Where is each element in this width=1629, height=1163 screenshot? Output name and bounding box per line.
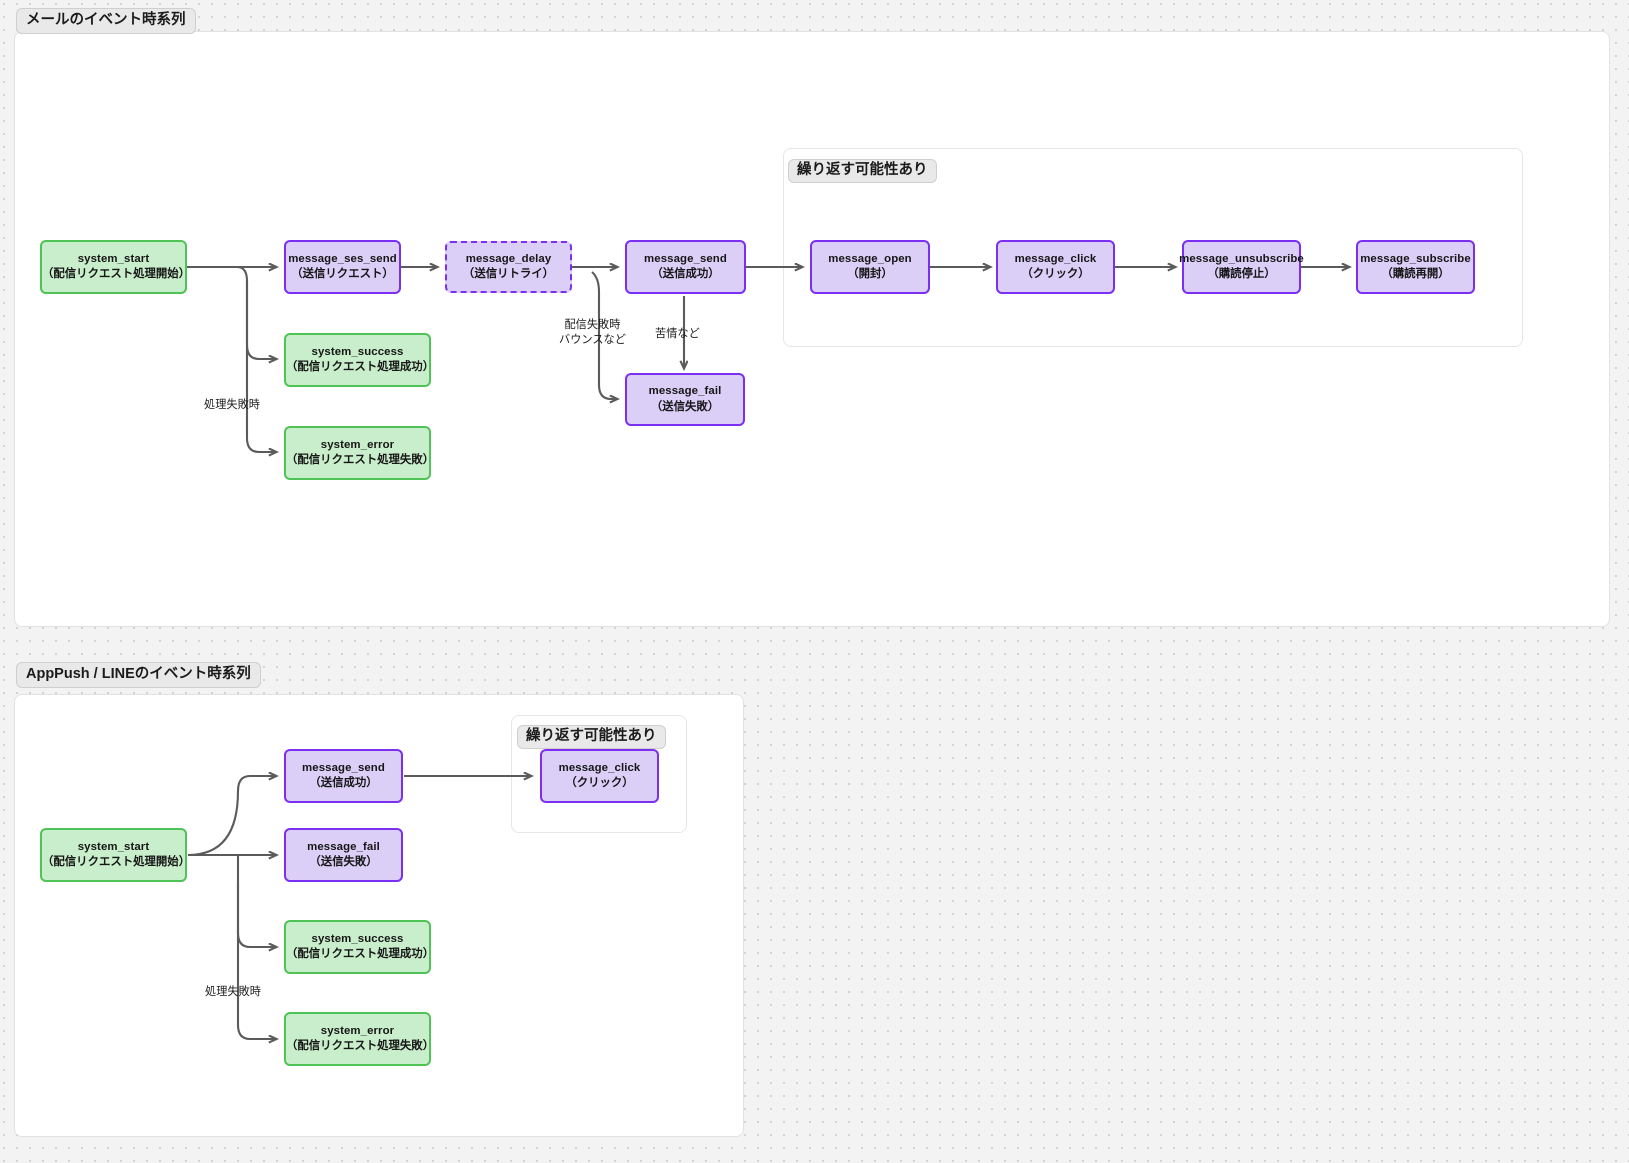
node-sublabel: （配信リクエスト処理成功） <box>286 948 435 960</box>
node-name: message_click <box>1014 252 1097 265</box>
node-name: system_success <box>311 345 404 358</box>
node-name: system_start <box>77 840 150 853</box>
node-sublabel: （送信成功） <box>651 268 720 280</box>
node-sublabel: （送信リトライ） <box>462 268 555 280</box>
node-name: system_success <box>311 932 404 945</box>
node-name: message_click <box>558 761 641 774</box>
node-message-ses-send[interactable]: message_ses_send （送信リクエスト） <box>284 240 401 294</box>
node-sublabel: （開封） <box>847 268 893 280</box>
node-name: message_open <box>828 252 912 265</box>
node-message-delay[interactable]: message_delay （送信リトライ） <box>445 241 572 293</box>
node-sublabel: （送信成功） <box>309 777 378 789</box>
node-name: message_send <box>644 252 727 265</box>
node-name: message_fail <box>307 840 380 853</box>
node-sublabel: （購読停止） <box>1207 268 1276 280</box>
node-name: system_start <box>77 252 150 265</box>
node-message-click-mail[interactable]: message_click （クリック） <box>996 240 1115 294</box>
edge-label-process-fail-mail: 処理失敗時 <box>204 399 260 411</box>
node-sublabel: （配信リクエスト処理失敗） <box>286 454 435 466</box>
node-message-unsubscribe[interactable]: message_unsubscribe （購読停止） <box>1179 240 1304 294</box>
edge-label-delivery-fail-bounce: 配信失敗時 バウンスなど <box>559 318 626 348</box>
node-name: message_send <box>302 761 385 774</box>
node-message-click-apppush[interactable]: message_click （クリック） <box>540 749 659 803</box>
node-name: message_fail <box>648 385 722 398</box>
node-system-error-mail[interactable]: system_error （配信リクエスト処理失敗） <box>284 426 435 480</box>
node-name: message_delay <box>465 252 552 265</box>
node-system-error-apppush[interactable]: system_error （配信リクエスト処理失敗） <box>284 1012 435 1066</box>
node-name: system_error <box>320 438 395 451</box>
edge-label-line2: バウンスなど <box>559 334 626 347</box>
node-name: message_unsubscribe <box>1179 252 1304 265</box>
edge-label-line1: 配信失敗時 <box>564 319 621 331</box>
node-message-subscribe[interactable]: message_subscribe （購読再開） <box>1356 240 1475 294</box>
node-message-fail-apppush[interactable]: message_fail （送信失敗） <box>284 828 403 882</box>
node-system-success-mail[interactable]: system_success （配信リクエスト処理成功） <box>284 333 435 387</box>
node-system-start-mail[interactable]: system_start （配信リクエスト処理開始） <box>40 240 191 294</box>
node-sublabel: （送信失敗） <box>309 856 378 868</box>
node-message-open[interactable]: message_open （開封） <box>810 240 930 294</box>
node-sublabel: （クリック） <box>1021 268 1090 280</box>
node-sublabel: （配信リクエスト処理成功） <box>286 361 435 373</box>
node-sublabel: （購読再開） <box>1381 268 1450 280</box>
node-name: message_subscribe <box>1360 252 1471 265</box>
node-name: message_ses_send <box>288 252 397 265</box>
node-system-success-apppush[interactable]: system_success （配信リクエスト処理成功） <box>284 920 435 974</box>
section-title-apppush: AppPush / LINEのイベント時系列 <box>16 662 261 688</box>
node-sublabel: （配信リクエスト処理開始） <box>42 268 191 280</box>
node-sublabel: （配信リクエスト処理失敗） <box>286 1040 435 1052</box>
subgraph-label-repeat-mail: 繰り返す可能性あり <box>788 159 937 183</box>
node-sublabel: （配信リクエスト処理開始） <box>42 856 191 868</box>
node-message-fail-mail[interactable]: message_fail （送信失敗） <box>625 373 745 426</box>
node-sublabel: （送信リクエスト） <box>291 268 394 280</box>
edge-label-process-fail-apppush: 処理失敗時 <box>205 986 261 998</box>
node-message-send-mail[interactable]: message_send （送信成功） <box>625 240 746 294</box>
node-message-send-apppush[interactable]: message_send （送信成功） <box>284 749 403 803</box>
node-name: system_error <box>320 1024 395 1037</box>
node-sublabel: （送信失敗） <box>650 400 720 413</box>
edge-label-complaint: 苦情など <box>655 328 700 340</box>
subgraph-label-repeat-apppush: 繰り返す可能性あり <box>517 725 666 749</box>
node-sublabel: （クリック） <box>565 777 634 789</box>
section-title-mail: メールのイベント時系列 <box>16 8 196 34</box>
node-system-start-apppush[interactable]: system_start （配信リクエスト処理開始） <box>40 828 191 882</box>
